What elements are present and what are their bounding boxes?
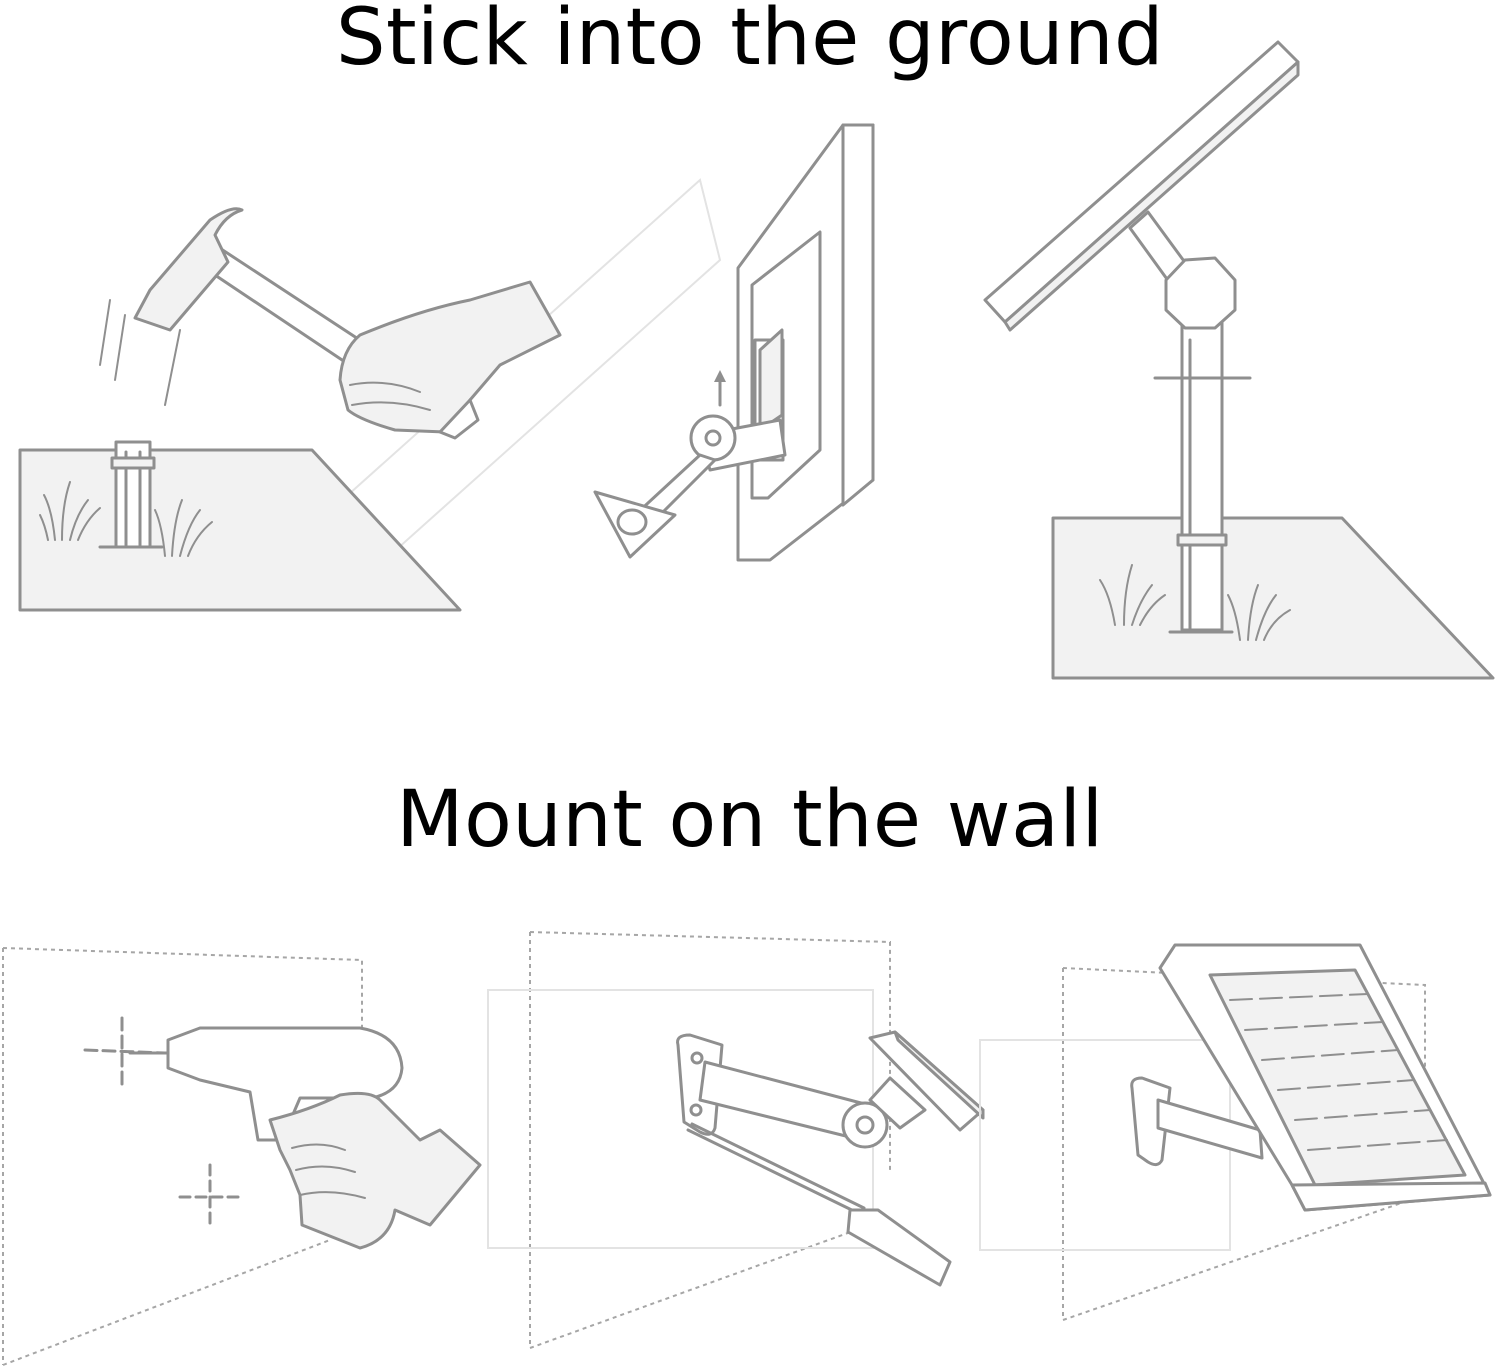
panel-bracket-attach-icon [593, 123, 875, 562]
drill-wall-icon [2, 947, 482, 1366]
wall-mounted-panel-icon [979, 943, 1492, 1321]
section-title-wall: Mount on the wall [396, 775, 1104, 865]
hammer-stake-icon [18, 178, 722, 612]
ground-mounted-panel-icon [983, 40, 1495, 680]
screwdriver-bracket-icon [487, 931, 985, 1349]
section-title-ground: Stick into the ground [335, 0, 1165, 83]
